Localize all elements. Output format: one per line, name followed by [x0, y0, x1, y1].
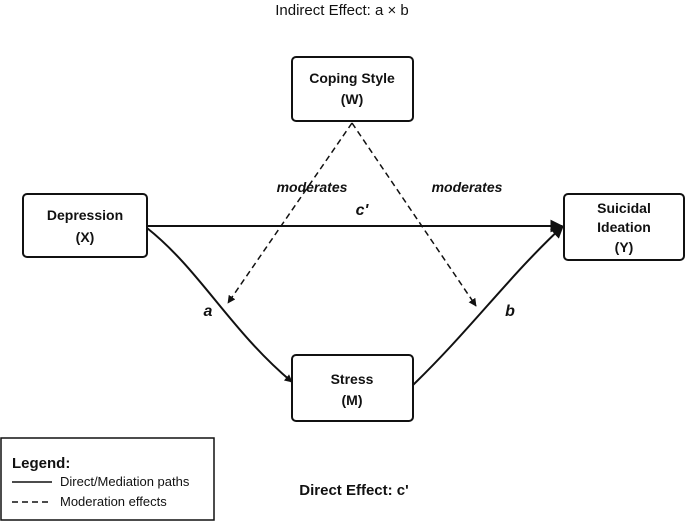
moderates-label-left: moderates — [277, 179, 348, 195]
moderation-path-left — [227, 122, 353, 304]
path-a — [146, 227, 293, 383]
legend-dashed-label: Moderation effects — [60, 494, 167, 509]
suicidal-ideation-label-line2: Ideation — [597, 219, 651, 235]
path-a-label: a — [204, 303, 213, 320]
path-b — [412, 225, 564, 386]
suicidal-ideation-symbol: (Y) — [615, 239, 634, 255]
coping-style-label: Coping Style — [309, 70, 395, 86]
legend-box — [0, 437, 215, 521]
stress-symbol: (M) — [342, 392, 363, 408]
path-b-label: b — [505, 303, 515, 320]
coping-style-symbol: (W) — [341, 91, 364, 107]
direct-effect-title: Direct Effect: c' — [299, 482, 408, 499]
moderation-path-right — [351, 122, 477, 307]
depression-label: Depression — [47, 207, 123, 223]
indirect-effect-title: Indirect Effect: a × b — [275, 2, 409, 19]
legend: Legend: Direct/Mediation paths Moderatio… — [0, 437, 215, 521]
stress-label: Stress — [331, 371, 374, 387]
suicidal-ideation-label-line1: Suicidal — [597, 200, 651, 216]
depression-symbol: (X) — [76, 229, 95, 245]
node-depression: Depression (X) — [22, 193, 148, 258]
moderates-label-right: moderates — [432, 179, 503, 195]
node-stress: Stress (M) — [291, 354, 414, 422]
node-suicidal-ideation: Suicidal Ideation (Y) — [563, 193, 685, 261]
legend-title: Legend: — [12, 455, 70, 472]
node-coping-style: Coping Style (W) — [291, 56, 414, 122]
direct-path-label: c' — [356, 202, 370, 219]
legend-solid-label: Direct/Mediation paths — [60, 474, 190, 489]
